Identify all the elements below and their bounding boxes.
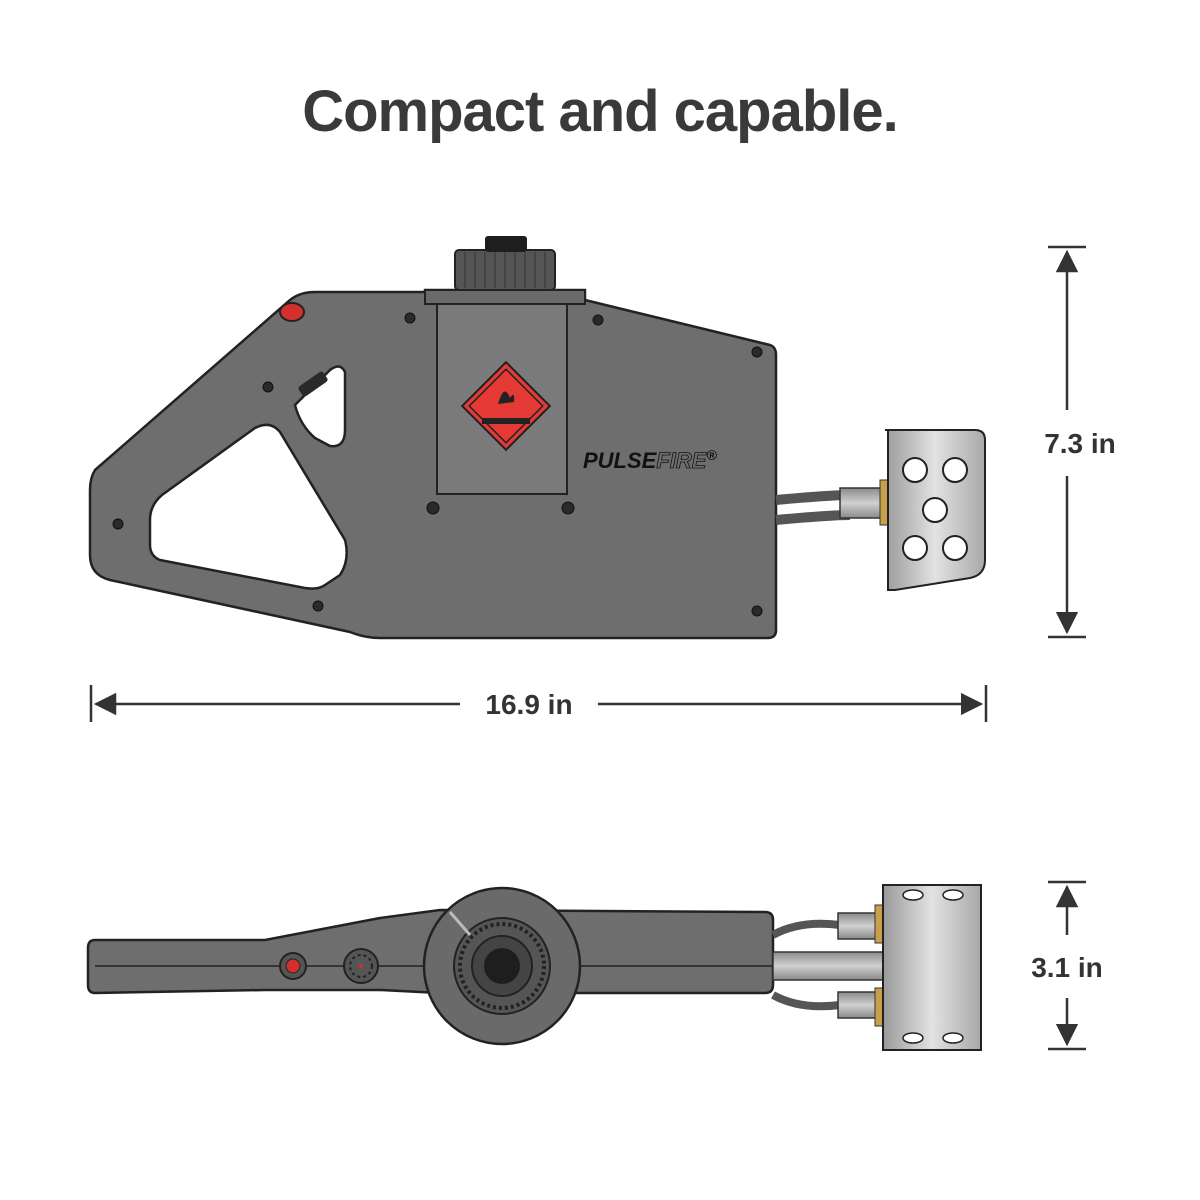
- length-label: 16.9 in: [485, 689, 572, 720]
- red-button: [279, 302, 305, 322]
- top-nozzle-head: [882, 884, 982, 1051]
- length-dimension: 16.9 in: [89, 685, 988, 722]
- handle-opening: [148, 423, 348, 590]
- width-dimension: 3.1 in: [1031, 880, 1103, 1051]
- nozzle-head: [885, 429, 986, 591]
- trigger-opening: [293, 365, 347, 448]
- side-view: PULSEFIRE® 7.3 in: [88, 236, 1116, 722]
- width-label: 3.1 in: [1031, 952, 1103, 983]
- trigger: [298, 371, 328, 397]
- height-label: 7.3 in: [1044, 428, 1116, 459]
- hazard-label: [460, 360, 552, 452]
- screws: [112, 312, 763, 617]
- page-title: Compact and capable.: [302, 79, 899, 144]
- top-fuel-cap: [422, 886, 582, 1046]
- top-view: 3.1 in: [86, 880, 1103, 1051]
- brand-logo: PULSEFIRE®: [583, 447, 717, 473]
- height-dimension: 7.3 in: [1044, 245, 1116, 639]
